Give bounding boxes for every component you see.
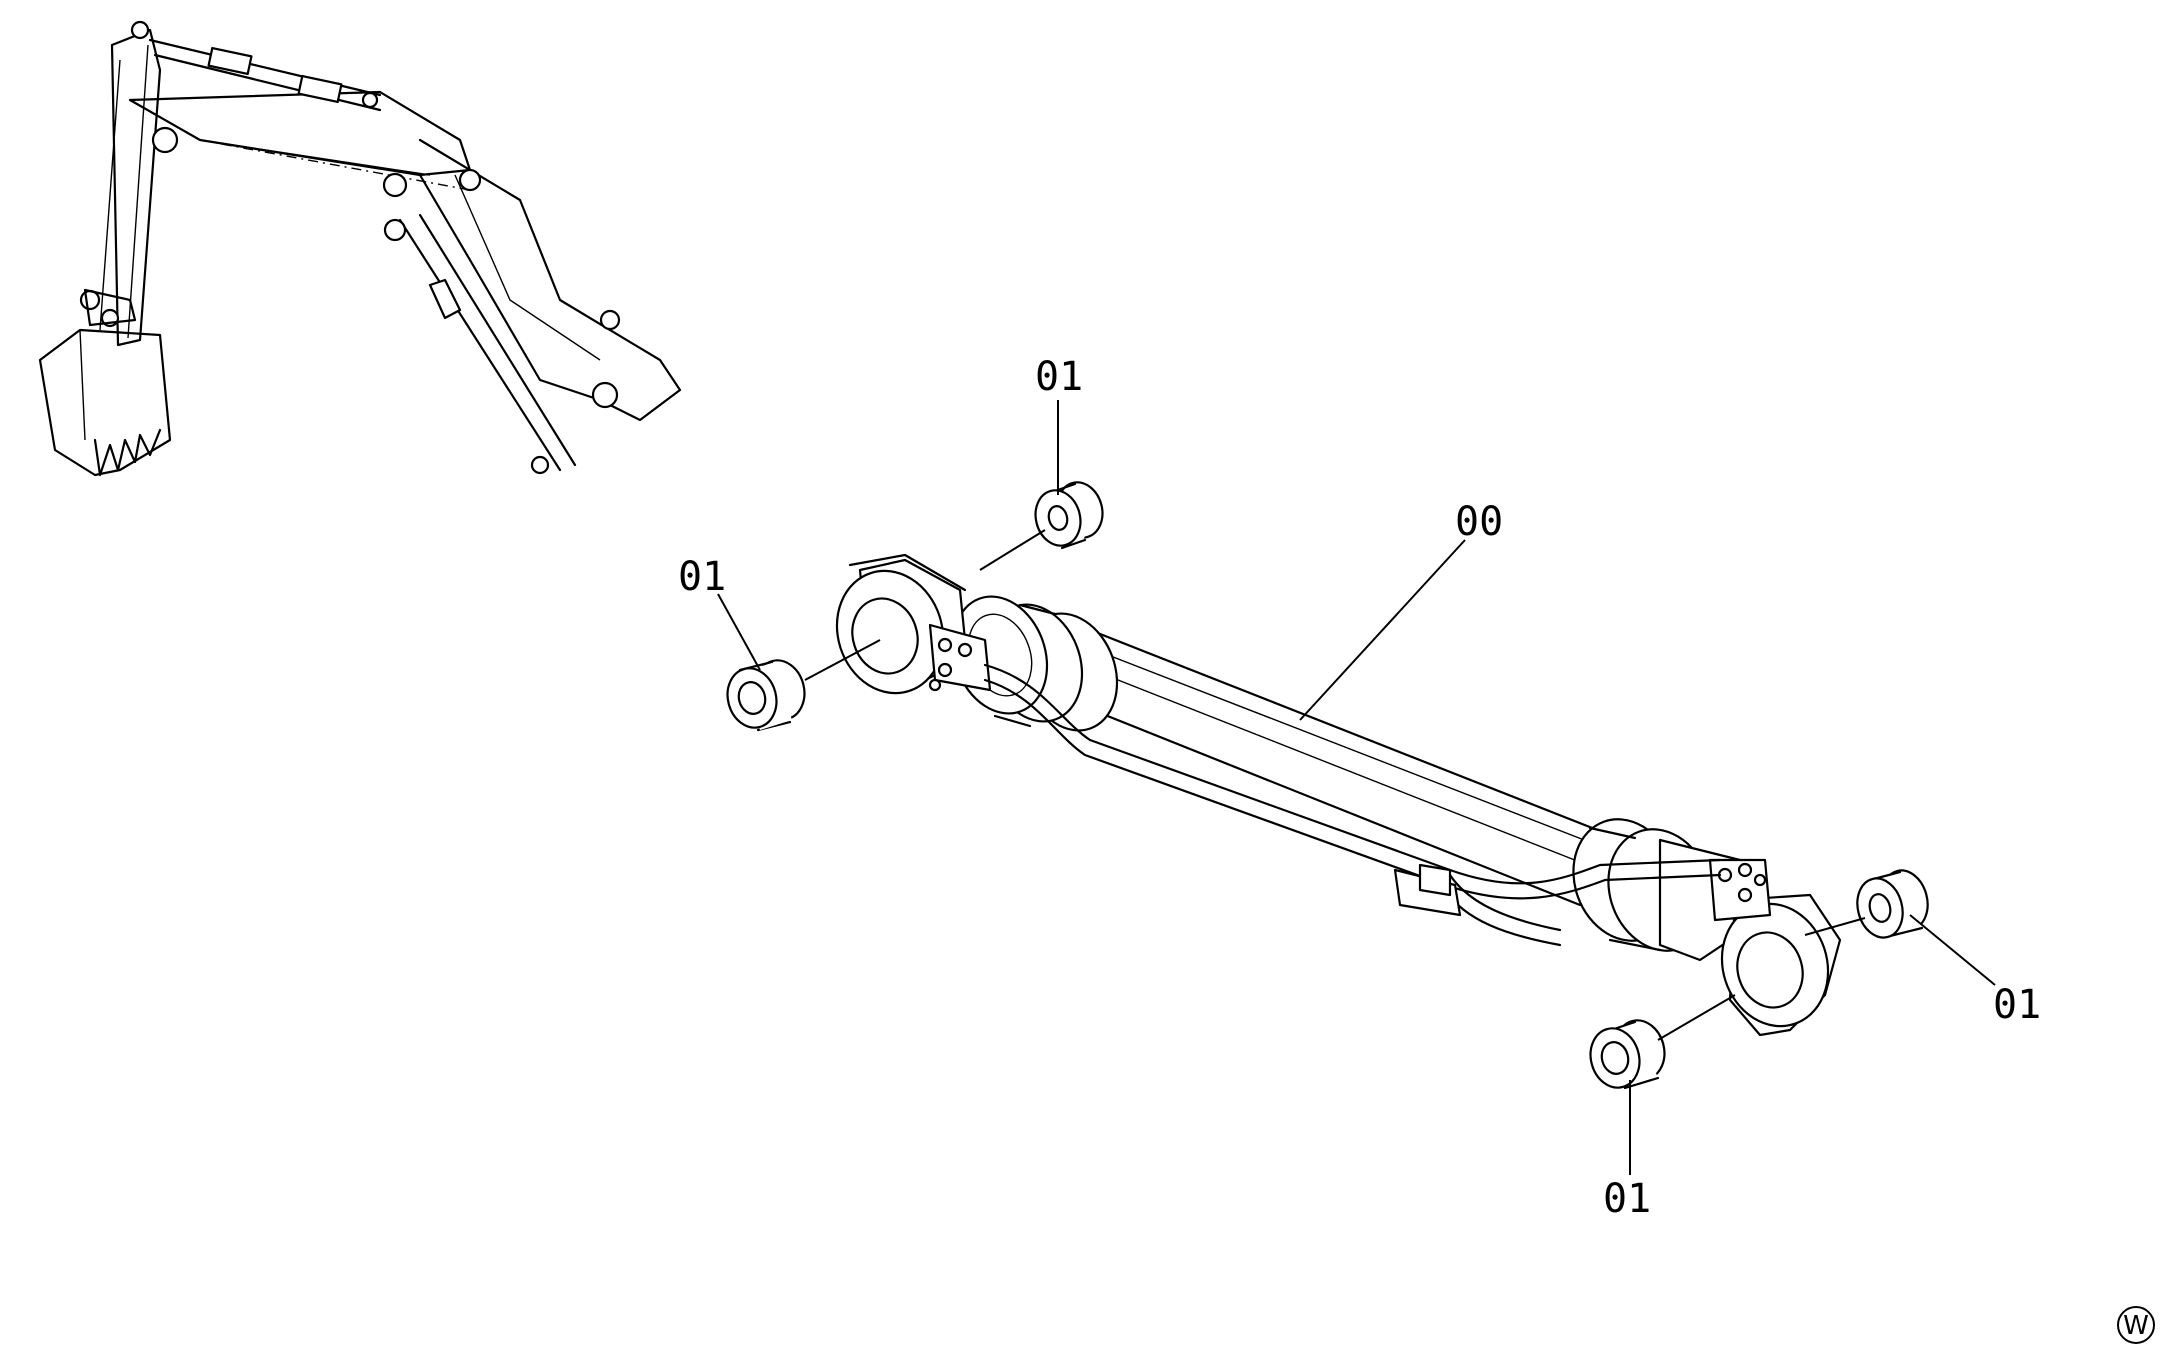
callout-bushing-right: 01 [1993, 982, 2041, 1028]
callout-bushing-top: 01 [1035, 354, 1083, 400]
bushing-left-icon [726, 659, 806, 732]
bushing-right-icon [1856, 869, 1929, 939]
excavator-overview-icon [38, 20, 682, 477]
bushing-bottom-icon [1589, 1019, 1666, 1090]
leader-lines [717, 400, 1996, 1175]
callout-bushing-bottom: 01 [1603, 1176, 1651, 1222]
callout-cylinder-assembly: 00 [1455, 499, 1503, 545]
corner-w-mark: W [2117, 1306, 2155, 1344]
corner-mark-text: W [2123, 1311, 2149, 1341]
bushing-top-icon [1034, 481, 1104, 550]
hydraulic-cylinder-icon [835, 553, 1842, 1037]
callout-bushing-left: 01 [678, 554, 726, 600]
